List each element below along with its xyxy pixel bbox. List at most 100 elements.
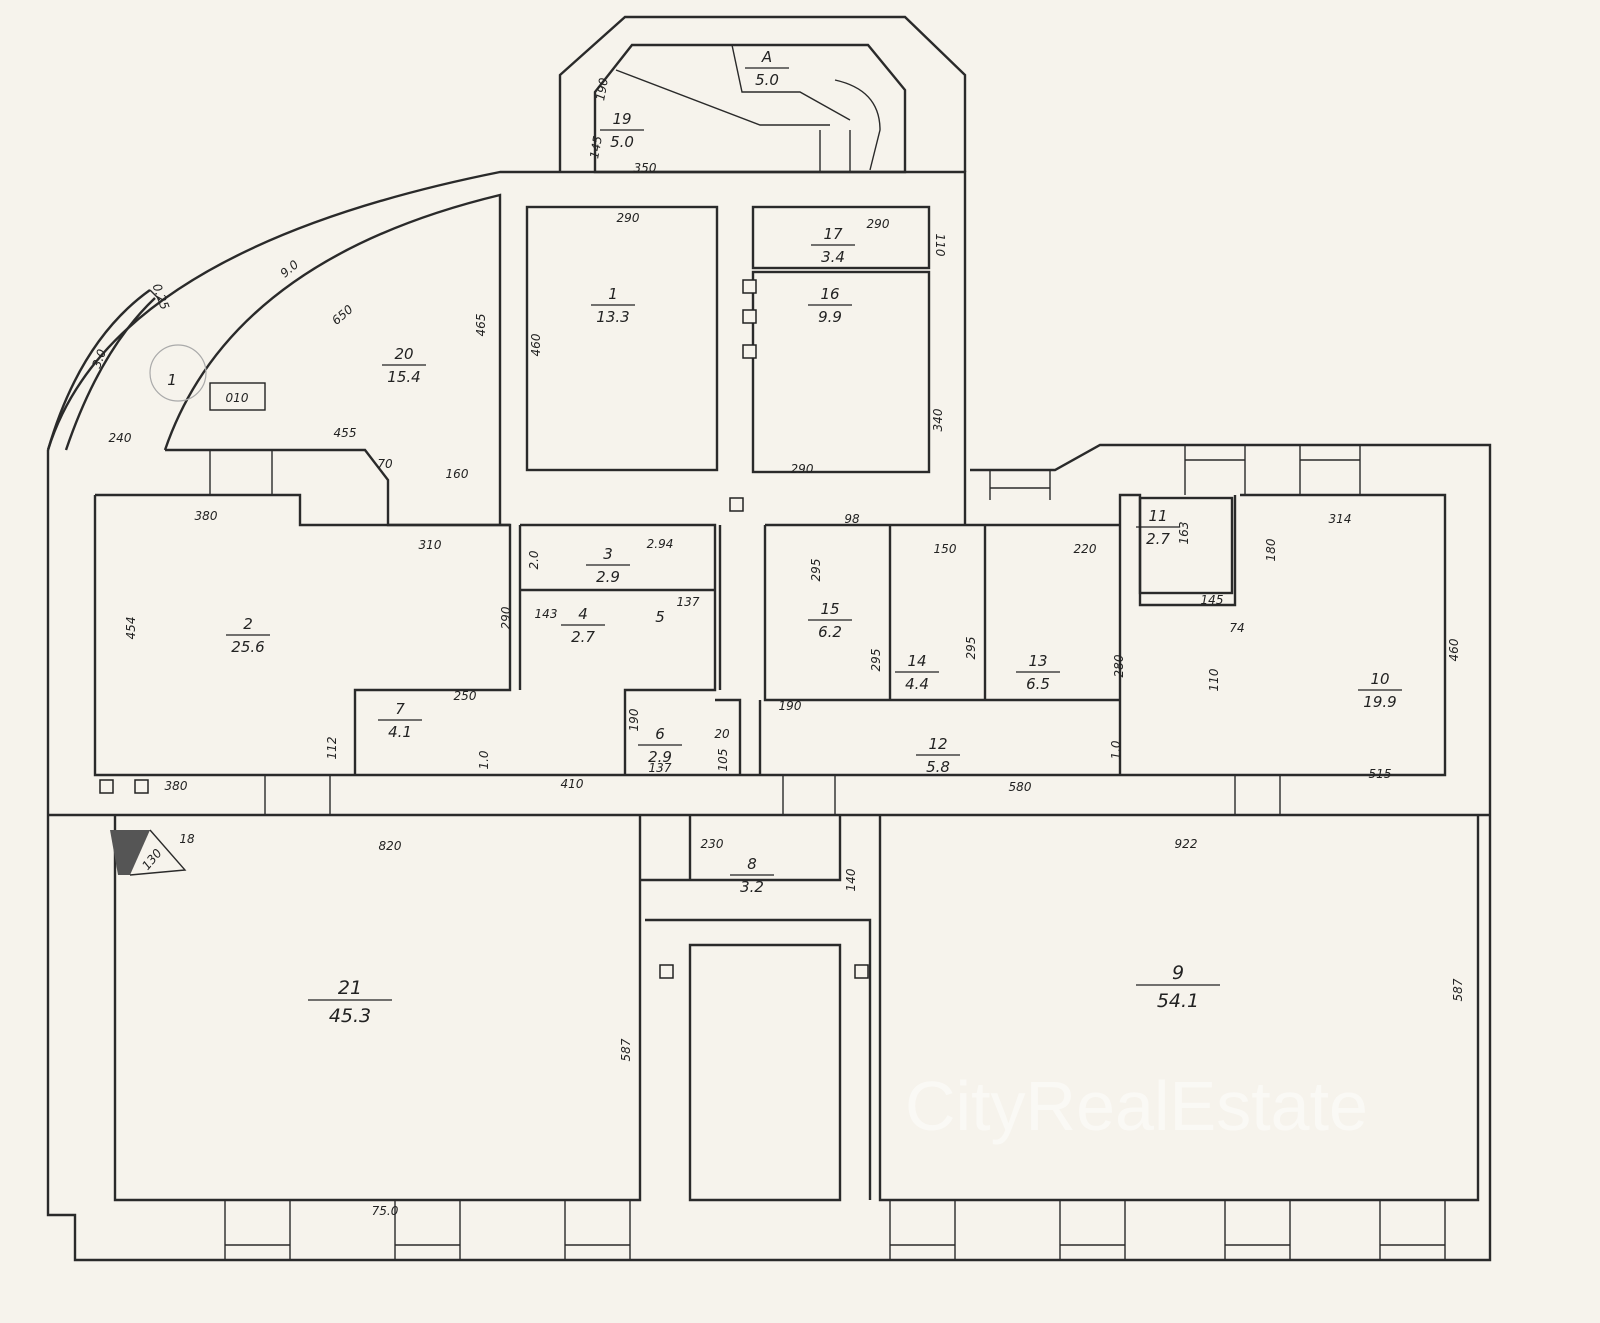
room-area: 4.1	[388, 723, 412, 741]
room-number: 2	[243, 615, 253, 633]
room-area: 5.0	[755, 71, 779, 89]
dimension-label: 454	[124, 617, 138, 640]
dimension-label: 290	[867, 217, 890, 231]
dimension-label: 160	[446, 467, 469, 481]
room-17: 173.4	[811, 225, 855, 266]
room-number: 13	[1028, 652, 1047, 670]
room-number: 8	[747, 855, 757, 873]
dimension-label: 515	[1369, 767, 1392, 781]
room-area: 5.8	[926, 758, 950, 776]
room-14: 144.4	[895, 652, 939, 693]
vent-icon	[99, 779, 114, 794]
marker-code: 010	[226, 391, 249, 405]
dimension-label: 295	[869, 649, 883, 672]
dimension-label: 460	[1447, 638, 1461, 661]
dimension-label: 18	[179, 832, 195, 846]
vent-icon	[742, 344, 757, 359]
room-15: 156.2	[808, 600, 852, 641]
dimension-label: 650	[329, 302, 356, 328]
dimension-label: 112	[325, 737, 339, 760]
room-number: 3	[603, 545, 613, 563]
dimension-label: 380	[165, 779, 188, 793]
dimension-label: 137	[677, 595, 700, 609]
dimension-label: 220	[1074, 542, 1097, 556]
room-7: 74.1	[378, 700, 422, 741]
dimension-label: 110	[933, 234, 947, 257]
dimension-label: 410	[561, 777, 584, 791]
room-area: 19.9	[1363, 693, 1396, 711]
room-area: 9.9	[818, 308, 842, 326]
vent-icon	[134, 779, 149, 794]
dimension-label: 145	[1201, 593, 1224, 607]
watermark: CityRealEstate	[905, 1067, 1368, 1145]
dimension-label: 9.0	[278, 257, 302, 280]
room-21: 21 45.3	[308, 977, 392, 1027]
room-number: A	[761, 48, 772, 66]
entrance-marker: 1 010	[149, 344, 266, 411]
room-area: 5.0	[610, 133, 634, 151]
room-number: 12	[928, 735, 947, 753]
dimension-label: 130	[139, 846, 165, 873]
dimension-label: 98	[844, 512, 860, 526]
room-number: 4	[578, 605, 588, 623]
dimension-label: 290	[791, 462, 814, 476]
room-number: 15	[820, 600, 839, 618]
dimension-label: 922	[1175, 837, 1198, 851]
room-labels: A5.0195.0173.4113.3169.92015.432.9225.64…	[226, 48, 1402, 1027]
dimension-label: 820	[379, 839, 402, 853]
room-2: 225.6	[226, 615, 270, 656]
room-6: 62.9	[638, 725, 682, 766]
room-area: 15.4	[387, 368, 420, 386]
dimension-label: 1.0	[477, 750, 491, 769]
dimension-label: 314	[1329, 512, 1352, 526]
room-1: 113.3	[591, 285, 635, 326]
room-10: 10 19.9	[1358, 670, 1402, 711]
room-number: 21	[338, 977, 362, 999]
room-area: 45.3	[329, 1005, 371, 1027]
room-number: 7	[395, 700, 405, 718]
walls	[46, 15, 1492, 1262]
room-number: 14	[907, 652, 926, 670]
dimension-label: 587	[619, 1038, 633, 1061]
vent-icon	[742, 279, 757, 294]
dimension-label: 3.0	[89, 347, 109, 370]
room-area: 2.9	[596, 568, 620, 586]
dimension-label: 20	[714, 727, 730, 741]
vent-icon	[729, 497, 744, 512]
dimension-label: 460	[529, 333, 543, 356]
dimension-label: 145	[587, 135, 605, 160]
room-area: 13.3	[596, 308, 629, 326]
dimension-label: 340	[931, 408, 945, 431]
marker-number: 1	[167, 371, 177, 389]
room-number: 17	[823, 225, 843, 243]
dimension-label: 290	[617, 211, 640, 225]
dimension-label: 380	[195, 509, 218, 523]
dimension-label: 465	[474, 314, 488, 337]
vent-icon	[659, 964, 674, 979]
room-number: 10	[1370, 670, 1389, 688]
dimension-label: 580	[1009, 780, 1032, 794]
room-area: 2.9	[648, 748, 672, 766]
room-number: 19	[612, 110, 631, 128]
room-5: 5	[655, 608, 665, 626]
dimension-label: 105	[716, 749, 730, 772]
room-area: 4.4	[905, 675, 929, 693]
room-13: 136.5	[1016, 652, 1060, 693]
chimney-icon	[110, 830, 150, 875]
dimension-label: 150	[934, 542, 957, 556]
room-area: 6.2	[818, 623, 842, 641]
dimension-label: 140	[844, 868, 858, 891]
room-9: 954.1	[1136, 962, 1220, 1012]
room-area: 2.7	[1146, 530, 1170, 548]
room-8: 83.2	[730, 855, 774, 896]
dimension-label: 2.94	[647, 537, 674, 551]
room-number: 1	[608, 285, 618, 303]
dimension-label: 455	[334, 426, 357, 440]
dimension-label: 1.0	[1109, 740, 1123, 759]
dimension-label: 190	[779, 699, 802, 713]
room-number: 16	[820, 285, 839, 303]
room-area: 3.4	[821, 248, 845, 266]
dimension-label: 350	[634, 161, 657, 175]
